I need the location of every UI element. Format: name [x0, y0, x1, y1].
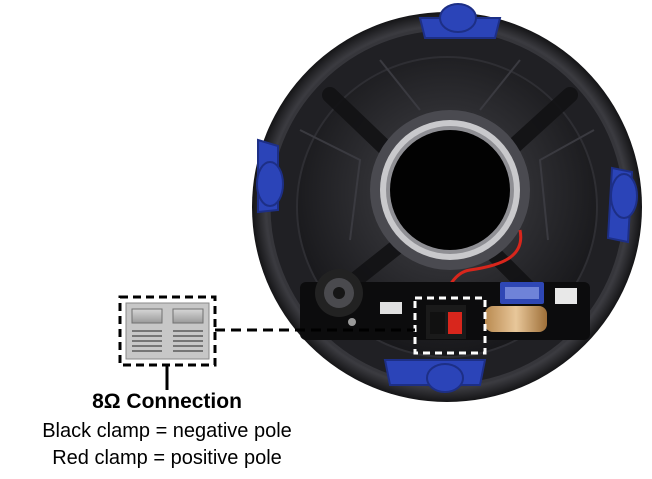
- terminal-highlight-box: [413, 296, 487, 355]
- mount-clips: [256, 3, 638, 393]
- black-clamp-label: Black clamp = negative pole: [42, 420, 292, 442]
- mount-clip-bottom: [383, 359, 487, 393]
- mount-clip-right: [606, 166, 638, 244]
- driver-magnet: [370, 110, 530, 270]
- terminal-zoom-icon: [118, 295, 217, 367]
- speaker-terminal: [426, 305, 466, 339]
- mount-clip-left: [256, 138, 284, 214]
- mount-clip-top: [418, 3, 502, 39]
- connection-title: 8Ω Connection: [92, 390, 242, 413]
- red-clamp-label: Red clamp = positive pole: [52, 447, 282, 469]
